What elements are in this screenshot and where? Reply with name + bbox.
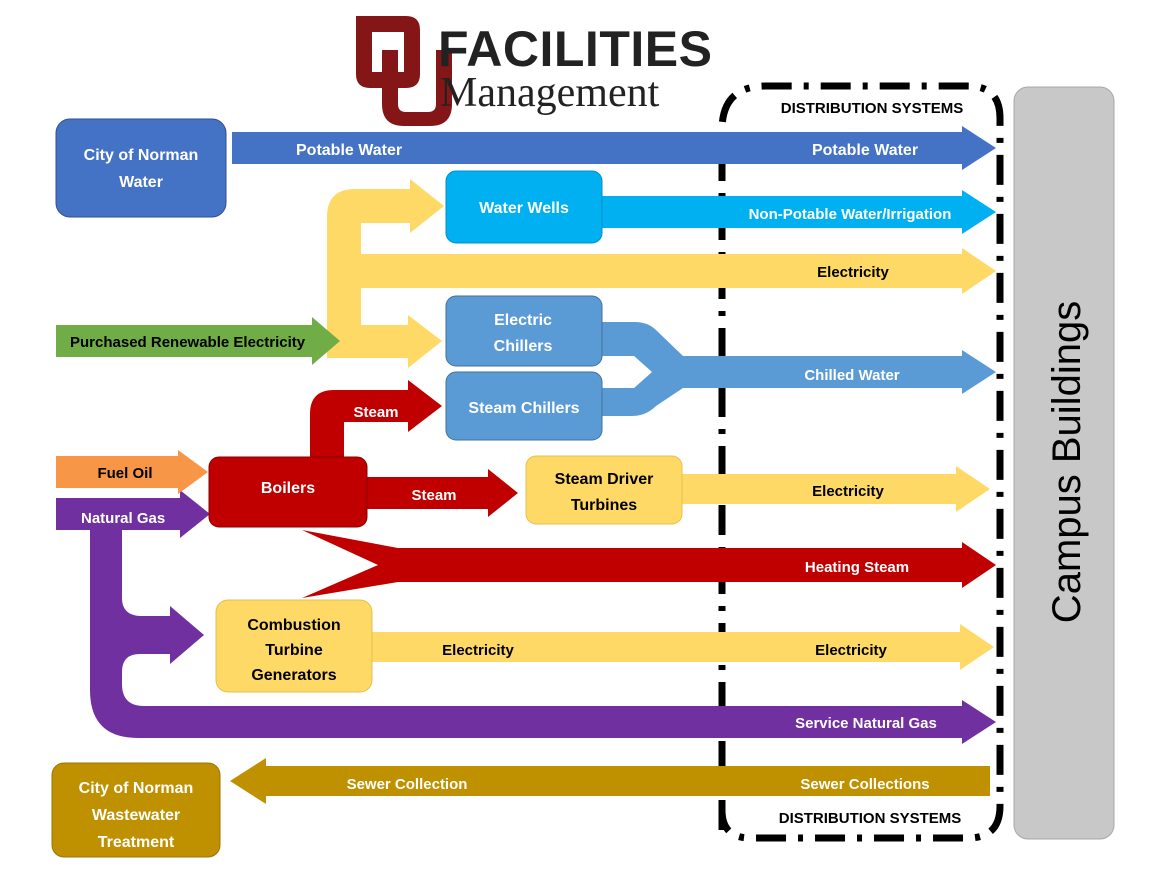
heating-steam-label: Heating Steam	[805, 559, 909, 576]
sewer-collection-flow: Sewer Collection Sewer Collections	[230, 758, 990, 804]
fuel-oil-label: Fuel Oil	[97, 465, 152, 482]
wastewater-label-line3: Treatment	[98, 834, 175, 851]
steam-driver-turbines-label-line1: Steam Driver	[555, 471, 654, 488]
electric-chillers-box: Electric Chillers	[445, 295, 603, 367]
city-water-label-line2: Water	[119, 174, 163, 191]
chilled-water-label: Chilled Water	[804, 367, 899, 384]
boilers-box: Boilers	[208, 456, 368, 528]
steam-to-chillers-flow: Steam	[310, 380, 442, 460]
purchased-renewable-electricity-label: Purchased Renewable Electricity	[70, 334, 306, 351]
city-of-norman-wastewater-box: City of Norman Wastewater Treatment	[51, 762, 221, 858]
ctg-electricity-label-right: Electricity	[815, 642, 887, 659]
campus-buildings-block: Campus Buildings	[1013, 86, 1115, 840]
ou-monogram-icon	[356, 16, 452, 126]
logo-wordmark-management: Management	[440, 70, 660, 116]
steam-to-chillers-label: Steam	[353, 404, 398, 421]
distribution-systems-label-top: DISTRIBUTION SYSTEMS	[781, 100, 964, 117]
city-water-label-line1: City of Norman	[84, 147, 199, 164]
boilers-label: Boilers	[261, 480, 315, 497]
combustion-turbine-generators-box: Combustion Turbine Generators	[215, 599, 373, 693]
ctg-label-line3: Generators	[251, 667, 336, 684]
distribution-systems-label-bottom: DISTRIBUTION SYSTEMS	[779, 810, 962, 827]
logo-wordmark-facilities: FACILITIES	[438, 21, 712, 77]
service-natural-gas-label: Service Natural Gas	[795, 715, 937, 732]
ctg-label-line1: Combustion	[247, 617, 340, 634]
non-potable-water-label: Non-Potable Water/Irrigation	[749, 206, 952, 223]
steam-to-turbines-flow: Steam	[366, 469, 518, 517]
chilled-water-flow: Chilled Water	[600, 322, 996, 416]
electric-chillers-label-line1: Electric	[494, 312, 552, 329]
purchased-renewable-electricity-arrow: Purchased Renewable Electricity	[56, 317, 340, 365]
steam-chillers-label: Steam Chillers	[468, 400, 579, 417]
water-wells-label: Water Wells	[479, 200, 569, 217]
natural-gas-distribution: Natural Gas Service Natural Gas	[56, 490, 996, 744]
heating-steam-flow: Heating Steam	[302, 530, 996, 598]
fuel-oil-arrow: Fuel Oil	[56, 450, 208, 494]
steam-driver-turbines-box: Steam Driver Turbines	[525, 455, 683, 525]
sewer-collection-label-left: Sewer Collection	[347, 776, 468, 793]
distribution-systems-boundary	[718, 82, 1004, 842]
sewer-collection-label-right: Sewer Collections	[800, 776, 929, 793]
renewable-electricity-distribution: Electricity	[327, 179, 996, 368]
steam-driver-turbines-label-line2: Turbines	[571, 497, 637, 514]
steam-to-turbines-label: Steam	[411, 487, 456, 504]
non-potable-water-flow: Non-Potable Water/Irrigation	[600, 190, 996, 234]
electric-chillers-label-line2: Chillers	[494, 338, 553, 355]
ctg-label-line2: Turbine	[265, 642, 323, 659]
potable-water-label-left: Potable Water	[296, 142, 402, 159]
campus-buildings-label: Campus Buildings	[1045, 301, 1089, 623]
ctg-electricity-label-left: Electricity	[442, 642, 514, 659]
potable-water-label-right: Potable Water	[812, 142, 918, 159]
renewable-electricity-label: Electricity	[817, 264, 889, 281]
water-wells-box: Water Wells	[445, 170, 603, 244]
wastewater-label-line1: City of Norman	[79, 780, 194, 797]
facilities-management-logo: FACILITIES Management	[356, 16, 712, 126]
city-of-norman-water-box: City of Norman Water	[55, 118, 227, 218]
steam-chillers-box: Steam Chillers	[445, 371, 603, 441]
wastewater-label-line2: Wastewater	[92, 807, 180, 824]
natural-gas-label: Natural Gas	[81, 510, 165, 527]
turbine-electricity-flow: Electricity	[680, 466, 990, 512]
ctg-electricity-flow: Electricity Electricity	[372, 624, 994, 670]
potable-water-flow: Potable Water Potable Water	[232, 126, 996, 170]
turbine-electricity-label: Electricity	[812, 483, 884, 500]
